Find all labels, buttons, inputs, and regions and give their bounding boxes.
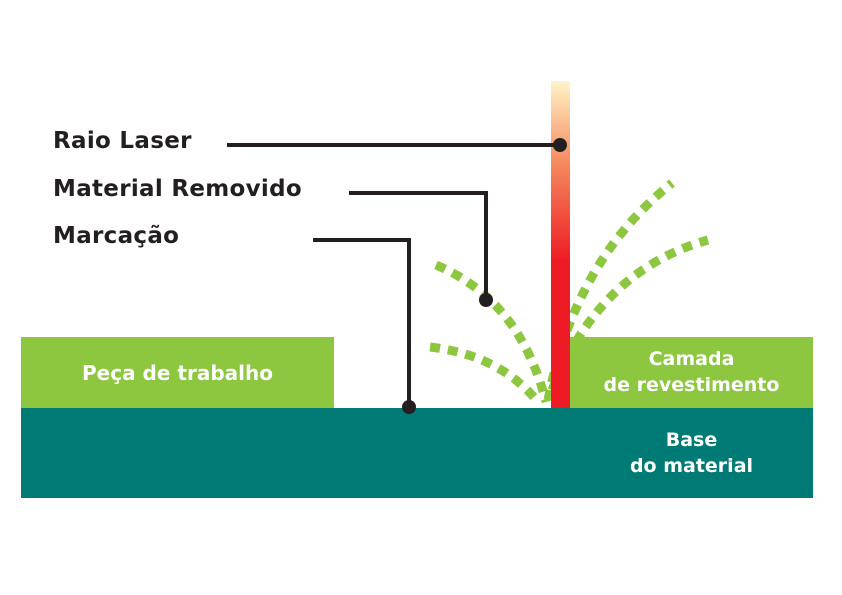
debris-arc-right-upper — [543, 179, 675, 401]
leader-lines — [227, 143, 560, 407]
base-material-label-line2: do material — [629, 455, 754, 477]
leader-line-removed-material — [349, 191, 488, 300]
removed-material-debris — [429, 179, 710, 405]
leader-line-marking — [313, 238, 411, 407]
debris-arc-right-lower — [547, 235, 710, 392]
base-material-label-line1: Base — [665, 429, 718, 451]
callout-laser-beam: Raio Laser — [53, 128, 192, 154]
leader-dot-laser-beam — [553, 138, 567, 152]
laser-beam — [551, 81, 570, 408]
base-material-label: Base do material — [570, 427, 813, 479]
callout-removed-material: Material Removido — [53, 176, 302, 202]
workpiece-label: Peça de trabalho — [82, 361, 273, 385]
coating-layer-block — [570, 337, 813, 408]
leader-dot-removed-material — [479, 293, 493, 307]
debris-arc-left-lower — [429, 342, 542, 405]
debris-arc-left-upper — [434, 260, 551, 404]
coating-layer-label-line1: Camada — [648, 348, 735, 370]
coating-layer-label: Camada de revestimento — [570, 346, 813, 398]
callout-marking: Marcação — [53, 223, 180, 249]
coating-layer-label-line2: de revestimento — [603, 374, 780, 396]
base-material-block — [21, 408, 813, 498]
leader-dot-marking — [402, 400, 416, 414]
workpiece-coating-block — [21, 337, 334, 408]
